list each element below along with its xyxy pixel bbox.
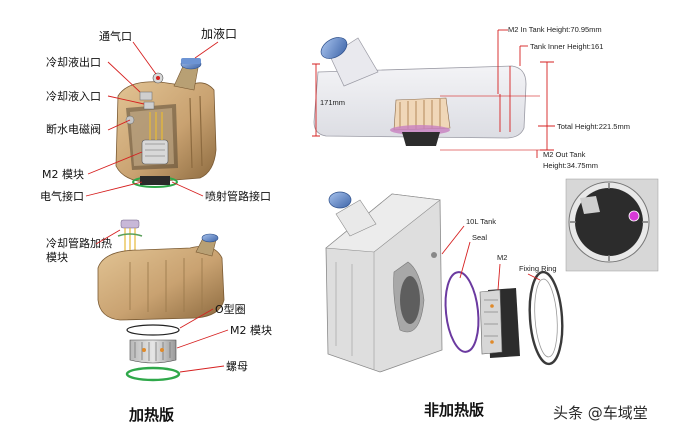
label-m2-out-tank-2: Height:34.75mm (543, 161, 598, 170)
label-coolant-outlet: 冷却液出口 (46, 55, 101, 69)
label-m2: M2 (497, 253, 507, 262)
label-10l-tank: 10L Tank (466, 217, 496, 226)
left-top-leader-lines (85, 41, 219, 197)
label-fill-port: 加液口 (201, 26, 237, 41)
dimension-lines (312, 29, 555, 158)
non-heated-exploded-illustration (325, 191, 564, 373)
label-vent: 通气口 (99, 29, 132, 43)
label-heater-line-1: 冷却管路加热 (46, 236, 112, 250)
label-m2-in-tank-height: M2 In Tank Height:70.95mm (508, 25, 602, 34)
label-coolant-inlet: 冷却液入口 (46, 89, 101, 103)
label-oring: O型圈 (215, 302, 246, 316)
heated-exploded-illustration (97, 219, 225, 382)
label-nut: 螺母 (226, 360, 248, 373)
caption-non-heated: 非加热版 (424, 401, 484, 419)
watermark: 头条 @车域堂 (553, 404, 648, 422)
label-m2-module-top: M2 模块 (42, 168, 84, 181)
label-shutoff-valve: 断水电磁阀 (46, 122, 101, 136)
heated-tank-illustration (115, 58, 217, 188)
inset-photo (565, 178, 659, 272)
label-m2-module-bottom: M2 模块 (230, 324, 272, 337)
label-m2-out-tank-1: M2 Out Tank (543, 150, 586, 159)
label-spray-port: 喷射管路接口 (205, 189, 271, 203)
label-fixing-ring: Fixing Ring (519, 264, 557, 273)
label-tank-inner-height: Tank Inner Height:161 (530, 42, 603, 51)
label-total-height: Total Height:221.5mm (557, 122, 630, 131)
caption-heated: 加热版 (128, 406, 174, 424)
right-bottom-leader-lines (441, 225, 541, 291)
label-171mm: 171mm (320, 98, 345, 107)
label-heater-line-2: 模块 (46, 251, 68, 264)
left-bottom-leader-lines (95, 229, 229, 373)
label-electric-port: 电气接口 (40, 189, 84, 203)
non-heated-section-illustration (313, 37, 527, 146)
label-seal: Seal (472, 233, 487, 242)
